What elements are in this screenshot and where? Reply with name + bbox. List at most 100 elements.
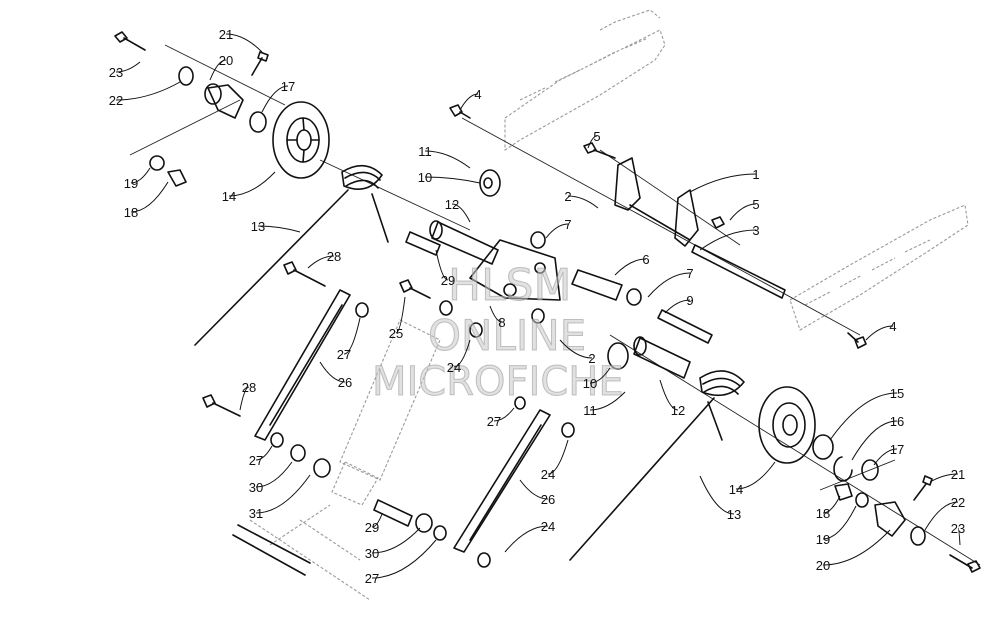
callout-13: 13 [699,475,741,522]
callout-number: 19 [124,176,138,191]
callout-27: 27 [337,317,361,362]
callout-leader-line [822,505,857,540]
callout-16: 16 [851,414,904,461]
callout-30: 30 [249,461,293,495]
callout-number: 29 [365,520,379,535]
washer-part-22-upper [178,66,194,86]
callout-number: 31 [249,506,263,521]
bushing-part-7-lower [626,288,642,306]
callout-leader-line [371,539,437,579]
callout-28: 28 [307,249,341,269]
callout-21: 21 [929,467,965,483]
bolt-part-5-lower [711,216,725,229]
callout-number: 13 [727,507,741,522]
callout-number: 8 [498,315,505,330]
callout-4: 4 [459,87,482,111]
callout-19: 19 [816,505,857,547]
callout-number: 11 [418,144,432,159]
callout-26: 26 [319,361,352,390]
callout-leader-line [865,325,894,341]
callout-number: 6 [642,252,649,267]
callout-leader-line [489,305,503,323]
bushing-part-20-upper [204,83,244,119]
callout-leader-line [699,475,735,515]
callout-number: 9 [686,293,693,308]
callout-number: 11 [583,403,597,418]
callout-leader-line [493,407,515,422]
callout-number: 24 [541,519,555,534]
lower-rail-frame [789,204,969,331]
idler-wheel-part-14-upper [272,101,330,179]
ring-part-17-upper [249,111,267,133]
callout-leader-line [614,258,647,276]
callout-number: 22 [951,495,965,510]
idler-wheel-part-14-lower [758,386,816,464]
callout-number: 2 [588,351,595,366]
callout-number: 5 [752,197,759,212]
pivot-bracket-part-8 [469,239,561,301]
callout-number: 29 [441,273,455,288]
callout-17: 17 [873,442,904,466]
callout-leader-line [822,529,891,566]
callout-6: 6 [614,252,650,276]
callout-number: 24 [447,360,461,375]
callout-leader-line [559,339,593,359]
callout-number: 17 [281,79,295,94]
bolt-part-21-upper [251,51,269,76]
callout-number: 17 [890,442,904,457]
callout-25: 25 [389,296,406,341]
bearing-part-15 [812,434,834,460]
callout-leader-line [115,81,181,101]
pin-part-18-lower [834,483,853,501]
callout-number: 30 [249,480,263,495]
washer-part-19-lower [855,492,869,508]
roller-part-10-upper [479,169,501,197]
callout-9: 9 [664,293,694,314]
callout-leader-line [547,439,569,475]
callout-14: 14 [222,171,276,204]
callout-leader-line [255,474,311,514]
callout-leader-line [255,445,273,461]
callout-number: 27 [487,414,501,429]
bolt-part-4-lower [847,332,867,349]
callout-23: 23 [951,521,965,546]
bracket-part-1 [614,157,699,247]
callout-number: 3 [752,223,759,238]
callout-number: 26 [541,492,555,507]
bolt-part-28-upper [283,261,326,287]
callout-7: 7 [647,266,694,298]
axle-part-3 [691,244,786,299]
upper-rail-frame [504,9,666,152]
callout-leader-line [829,392,898,441]
bolt-part-23-lower [949,554,981,573]
callout-number: 23 [109,65,123,80]
callout-number: 2 [564,189,571,204]
callout-leader-line [239,386,250,411]
watermark-line-3: MICROFICHE [372,359,624,405]
callout-8: 8 [489,305,506,330]
callout-number: 26 [338,375,352,390]
callout-12: 12 [445,197,471,223]
bushing-part-20-lower [874,501,906,537]
washer-part-22-lower [910,526,926,546]
callout-number: 12 [671,403,685,418]
pin-part-18-upper [167,169,187,187]
bolt-part-28-lower [202,394,241,417]
callout-5: 5 [729,197,760,221]
ring-part-17-lower [861,459,879,481]
spacer-part-6 [571,269,623,301]
callout-leader-line [130,167,151,184]
bolt-part-21-lower [913,475,933,501]
callout-leader-line [343,317,361,355]
callout-27: 27 [365,539,437,586]
shaft-part-12-upper [429,220,499,265]
callout-number: 4 [474,87,481,102]
watermark-line-2: ONLINE [428,311,586,360]
callout-number: 27 [249,453,263,468]
callout-29: 29 [365,513,383,535]
callout-number: 22 [109,93,123,108]
callout-leader-line [435,249,449,281]
callout-leader-line [395,296,406,334]
bolt-part-23-upper [114,31,146,51]
